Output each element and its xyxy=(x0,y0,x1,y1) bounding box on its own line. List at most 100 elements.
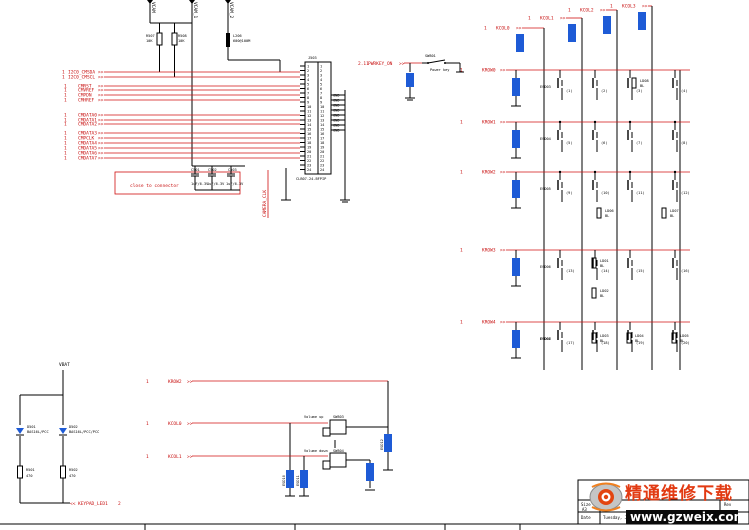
camera-net-cmvref: CMVREF xyxy=(78,88,95,94)
svg-text:470: 470 xyxy=(26,474,33,478)
j503-pin-num: 23 xyxy=(307,163,311,167)
j503-pin-num: 7 xyxy=(320,91,322,95)
svg-text:>>: >> xyxy=(500,69,506,74)
svg-text:ESD11: ESD11 xyxy=(296,475,300,486)
keypad-col-esd xyxy=(516,34,524,52)
resistor-r508 xyxy=(171,32,178,46)
svg-text:>>: >> xyxy=(98,76,104,81)
keypad-esd-label: ESD05 xyxy=(540,187,551,191)
svg-text:2: 2 xyxy=(118,501,121,507)
svg-text:1: 1 xyxy=(528,16,531,22)
keypad-esd-label: ESD07 xyxy=(540,337,551,341)
svg-text:1: 1 xyxy=(146,421,149,427)
svg-text:1: 1 xyxy=(460,68,463,74)
l206-ref: L206 xyxy=(233,34,242,38)
keypad-led-block: VBAT D501 BAS16L/PCC D502 BAS16L/PCC/PCC… xyxy=(16,362,121,507)
svg-text:Date: Date xyxy=(581,515,591,520)
svg-text:>>: >> xyxy=(98,157,104,162)
svg-text:>>: >> xyxy=(560,17,566,22)
pwrkey-net: PWRKEY_ON xyxy=(368,61,393,67)
svg-text:(15): (15) xyxy=(636,269,645,273)
keypad-led-val: BL xyxy=(670,214,674,218)
svg-text:(3): (3) xyxy=(636,89,643,93)
sw803-ref: SW803 xyxy=(333,415,344,419)
svg-text:>>: >> xyxy=(500,171,506,176)
keypad-led-net: KEYPAD_LED1 xyxy=(78,501,108,507)
camera-net-num: 1 xyxy=(64,113,67,119)
j503-pin-num: 19 xyxy=(307,145,311,149)
svg-text:>>: >> xyxy=(187,380,193,385)
svg-text:>>: >> xyxy=(516,27,522,32)
keypad-row-esd xyxy=(512,78,520,96)
j503-pin-num: 13 xyxy=(307,118,311,122)
resistor-r502 xyxy=(60,465,66,479)
diode-d501 xyxy=(16,428,24,434)
svg-text:(1): (1) xyxy=(566,89,573,93)
j503-pin-num: 3 xyxy=(320,73,322,77)
switch-sw804 xyxy=(329,452,347,468)
camera-net-i2c0-cmsda: I2C0_CMSDA xyxy=(68,70,95,76)
j503-pin-num: 10 xyxy=(307,105,311,109)
svg-text:>>: >> xyxy=(642,5,648,10)
svg-text:(4): (4) xyxy=(681,89,688,93)
camera-net-num: 1 xyxy=(64,88,67,94)
svg-text:1: 1 xyxy=(568,8,571,14)
keypad-row-1: KROW1 xyxy=(482,120,496,126)
svg-text:>>: >> xyxy=(187,455,193,460)
svg-text:(7): (7) xyxy=(636,141,643,145)
svg-text:>>: >> xyxy=(98,94,104,99)
j503-pin-num: 8 xyxy=(307,96,309,100)
j503-pin-num: 6 xyxy=(307,87,309,91)
svg-text:(14): (14) xyxy=(601,269,610,273)
camera-net-num: 1 xyxy=(62,70,65,76)
svg-text:(17): (17) xyxy=(566,341,575,345)
svg-text:BAS16L/PCC: BAS16L/PCC xyxy=(27,430,49,434)
svg-text:(6): (6) xyxy=(601,141,608,145)
esd11 xyxy=(300,470,308,488)
r508-val: 10K xyxy=(178,39,185,43)
camera-net-cmdata7: CMDATA7 xyxy=(78,156,97,162)
vol-down-label: Volume down xyxy=(304,449,328,453)
keypad-led-ref: LD02 xyxy=(600,289,609,293)
keypad-led-ref: LD04 xyxy=(635,334,644,338)
svg-text:>>: >> xyxy=(98,132,104,137)
svg-text:>>: >> xyxy=(399,62,405,67)
keypad-led-val: BL xyxy=(635,339,639,343)
j503-pin-num: 13 xyxy=(320,118,324,122)
keypad-led-ref: LD05 xyxy=(680,334,689,338)
camera-net-num: 1 xyxy=(64,118,67,124)
j503-pin-num: 19 xyxy=(320,145,324,149)
svg-text:D501: D501 xyxy=(27,425,36,429)
keypad-esd-label: ESD08 xyxy=(540,337,551,341)
c503-ref: C503 xyxy=(228,168,237,172)
j503-pin-num: 9 xyxy=(307,100,309,104)
svg-text:>>: >> xyxy=(98,137,104,142)
j503-pin-num: 8 xyxy=(320,96,322,100)
keypad-led-val: BL xyxy=(600,339,604,343)
esd-pwrkey xyxy=(406,73,414,87)
svg-text:1: 1 xyxy=(610,4,613,10)
camera-net-cmpdn: CMPDN xyxy=(78,93,92,99)
j503-pin-num: 11 xyxy=(320,109,324,113)
svg-text:(18): (18) xyxy=(601,341,610,345)
vol-up-label: Volume up xyxy=(304,415,323,419)
svg-text:(12): (12) xyxy=(681,191,690,195)
esd10 xyxy=(286,470,294,488)
inductor-l206 xyxy=(226,33,230,47)
svg-text:BAS16L/PCC/PCC: BAS16L/PCC/PCC xyxy=(69,430,99,434)
diode-d502 xyxy=(59,428,67,434)
j503-pin-num: 6 xyxy=(320,87,322,91)
j503-pin-num: 3 xyxy=(307,73,309,77)
svg-text:>>: >> xyxy=(500,249,506,254)
svg-text:>>: >> xyxy=(98,152,104,157)
camera-net-num: 1 xyxy=(64,98,67,104)
svg-text:1: 1 xyxy=(460,170,463,176)
keypad-row-esd xyxy=(512,330,520,348)
keypad-led-val: BL xyxy=(680,339,684,343)
keypad-led-ref: LD06 xyxy=(605,209,614,213)
svg-text:Rev: Rev xyxy=(724,502,732,507)
c502-val: 1uF/6.3V xyxy=(207,182,225,186)
svg-text:ESD12: ESD12 xyxy=(380,439,384,450)
